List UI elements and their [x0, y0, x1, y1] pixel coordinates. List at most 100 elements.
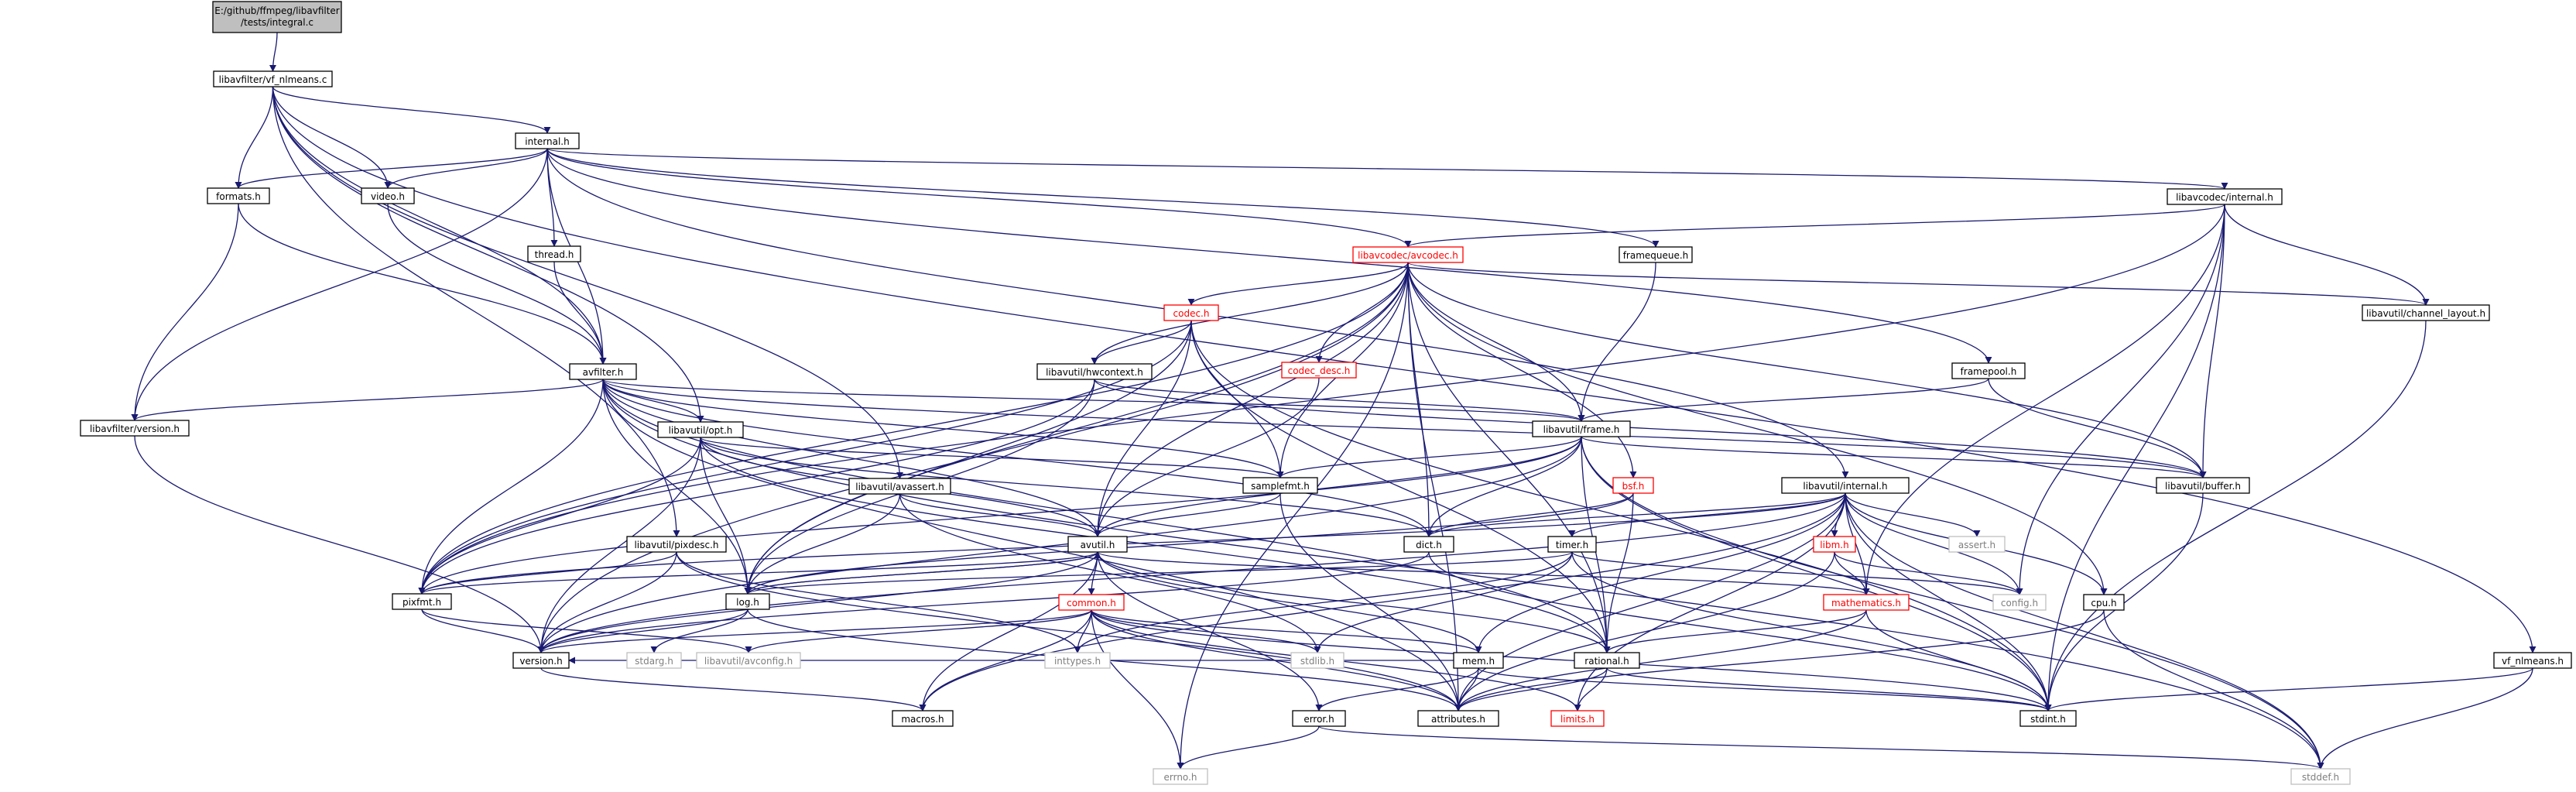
node-label: cpu.h [2091, 598, 2116, 609]
node-attributes-h[interactable]: attributes.h [1417, 710, 1499, 727]
node-errno-h: errno.h [1153, 768, 1208, 785]
node-box [1163, 304, 1219, 321]
edge-timer_h-to-log_h [744, 551, 1573, 595]
edge-avfilter_h-to-stddef_h [602, 379, 2324, 770]
node-label: timer.h [1556, 540, 1588, 550]
node-assert-h: assert.h [1948, 536, 2006, 553]
edge-buffer_h-to-stdint_h [2044, 492, 2204, 711]
node-label: video.h [371, 191, 405, 202]
node-box [696, 652, 801, 669]
node-cpu-h[interactable]: cpu.h [2083, 594, 2125, 611]
edge-opt_h-to-dict_h [700, 437, 1433, 537]
node-label: mem.h [1462, 656, 1495, 667]
edge-avcodec_h-to-bsf_h [1407, 262, 1637, 478]
node-label: E:/github/ffmpeg/libavfilter/tests/integ… [214, 5, 340, 28]
edge-timer_h-to-stdlib_h [1314, 551, 1573, 653]
node-lavc-internal-h[interactable]: libavcodec/internal.h [2167, 188, 2283, 205]
node-root[interactable]: E:/github/ffmpeg/libavfilter/tests/integ… [212, 1, 342, 33]
node-bsf-h[interactable]: bsf.h [1612, 477, 1654, 494]
node-pixdesc-h[interactable]: libavutil/pixdesc.h [626, 536, 727, 553]
node-lavu-internal-h[interactable]: libavutil/internal.h [1781, 477, 1910, 494]
node-rational-h[interactable]: rational.h [1574, 652, 1640, 669]
edge-common_h-to-stdint_h [1091, 609, 2052, 711]
node-label: libavutil/buffer.h [2165, 481, 2241, 492]
node-limits-h[interactable]: limits.h [1550, 710, 1605, 727]
node-timer-h[interactable]: timer.h [1547, 536, 1597, 553]
node-stdint-h[interactable]: stdint.h [2019, 710, 2077, 727]
node-codec-h[interactable]: codec.h [1163, 304, 1219, 321]
edge-avcodec_h-to-codec_h [1187, 262, 1409, 306]
node-mathematics-h[interactable]: mathematics.h [1823, 594, 1910, 611]
node-pixfmt-h[interactable]: pixfmt.h [392, 593, 452, 610]
node-box [1951, 362, 2026, 379]
node-box [1823, 594, 1910, 611]
edge-formats_h-to-avfilter_h [238, 203, 607, 365]
node-error-h[interactable]: error.h [1292, 710, 1346, 727]
edge-avfilter_h-to-pixfmt_h [418, 379, 604, 595]
node-opt-h[interactable]: libavutil/opt.h [657, 421, 744, 438]
node-box [1532, 420, 1631, 437]
node-label: assert.h [1958, 540, 1995, 550]
node-avcodec-h[interactable]: libavcodec/avcodec.h [1352, 246, 1464, 263]
edge-opt_h-to-version_h [537, 437, 701, 653]
edge-internal_h-to-lavc_internal_h [546, 148, 2228, 190]
node-stddef-h: stddef.h [2290, 768, 2351, 785]
node-box [1992, 594, 2047, 611]
edge-timer_h-to-inttypes_h [1074, 551, 1573, 653]
edge-frame_h-to-buffer_h [1581, 436, 2207, 478]
edge-lavc_internal_h-to-mathematics_h [1862, 204, 2225, 595]
node-label: formats.h [216, 191, 261, 202]
node-hwcontext-h[interactable]: libavutil/hwcontext.h [1036, 363, 1153, 380]
edge-hwcontext_h-to-pixfmt_h [418, 379, 1095, 595]
node-label: log.h [736, 597, 759, 608]
node-mem-h[interactable]: mem.h [1453, 652, 1504, 669]
edge-vf_nlmeans_h-to-stddef_h [2317, 667, 2533, 770]
node-avfilter-h[interactable]: avfilter.h [569, 363, 637, 380]
edge-bsf_h-to-dict_h [1425, 492, 1634, 537]
edge-lavu_internal_h-to-config_h [1845, 492, 2023, 595]
edge-common_h-to-version_h [537, 609, 1092, 653]
node-internal-h[interactable]: internal.h [515, 132, 580, 149]
node-label: libavutil/internal.h [1803, 481, 1887, 492]
node-samplefmt-h[interactable]: samplefmt.h [1242, 477, 1318, 494]
node-dict-h[interactable]: dict.h [1403, 536, 1454, 553]
node-codec-desc-h[interactable]: codec_desc.h [1281, 362, 1357, 379]
node-box [848, 478, 951, 495]
edge-lavu_internal_h-to-stdint_h [1845, 492, 2052, 711]
node-channel-layout-h[interactable]: libavutil/channel_layout.h [2362, 304, 2490, 321]
edge-formats_h-to-lavf_version_h [131, 203, 239, 421]
node-avutil-h[interactable]: avutil.h [1067, 536, 1128, 553]
node-box [207, 187, 270, 204]
node-formats-h[interactable]: formats.h [207, 187, 270, 204]
edge-bsf_h-to-rational_h [1603, 492, 1634, 653]
edge-codec_h-to-pixfmt_h [418, 320, 1192, 595]
node-log-h[interactable]: log.h [725, 593, 770, 610]
edge-version_h-to-macros_h [540, 667, 927, 711]
node-label: common.h [1067, 598, 1116, 609]
edge-avfilter_h-to-log_h [602, 379, 752, 595]
edge-avcodec_h-to-errno_h [1177, 262, 1409, 770]
node-vf-nlmeans-c[interactable]: libavfilter/vf_nlmeans.c [213, 70, 333, 87]
edge-lavf_version_h-to-version_h [134, 435, 545, 653]
node-avassert-h[interactable]: libavutil/avassert.h [848, 478, 951, 495]
node-macros-h[interactable]: macros.h [892, 710, 954, 727]
node-vf-nlmeans-h[interactable]: vf_nlmeans.h [2493, 652, 2572, 669]
edge-common_h-to-mem_h [1091, 609, 1482, 653]
node-buffer-h[interactable]: libavutil/buffer.h [2156, 477, 2250, 494]
nodes-layer: E:/github/ffmpeg/libavfilter/tests/integ… [80, 1, 2572, 785]
node-thread-h[interactable]: thread.h [527, 245, 581, 262]
edge-opt_h-to-samplefmt_h [700, 437, 1284, 478]
node-common-h[interactable]: common.h [1058, 594, 1125, 611]
node-libm-h[interactable]: libm.h [1813, 536, 1856, 553]
node-label: libavutil/opt.h [669, 425, 733, 436]
node-framequeue-h[interactable]: framequeue.h [1619, 246, 1693, 263]
node-version-h[interactable]: version.h [512, 652, 570, 669]
node-box [527, 245, 581, 262]
node-lavf-version-h[interactable]: libavfilter/version.h [80, 420, 190, 437]
node-box [512, 652, 570, 669]
node-video-h[interactable]: video.h [361, 187, 415, 204]
node-frame-h[interactable]: libavutil/frame.h [1532, 420, 1631, 437]
edge-mem_h-to-error_h [1315, 667, 1479, 711]
node-framepool-h[interactable]: framepool.h [1951, 362, 2026, 379]
edge-codec_h-to-rational_h [1190, 320, 1611, 653]
